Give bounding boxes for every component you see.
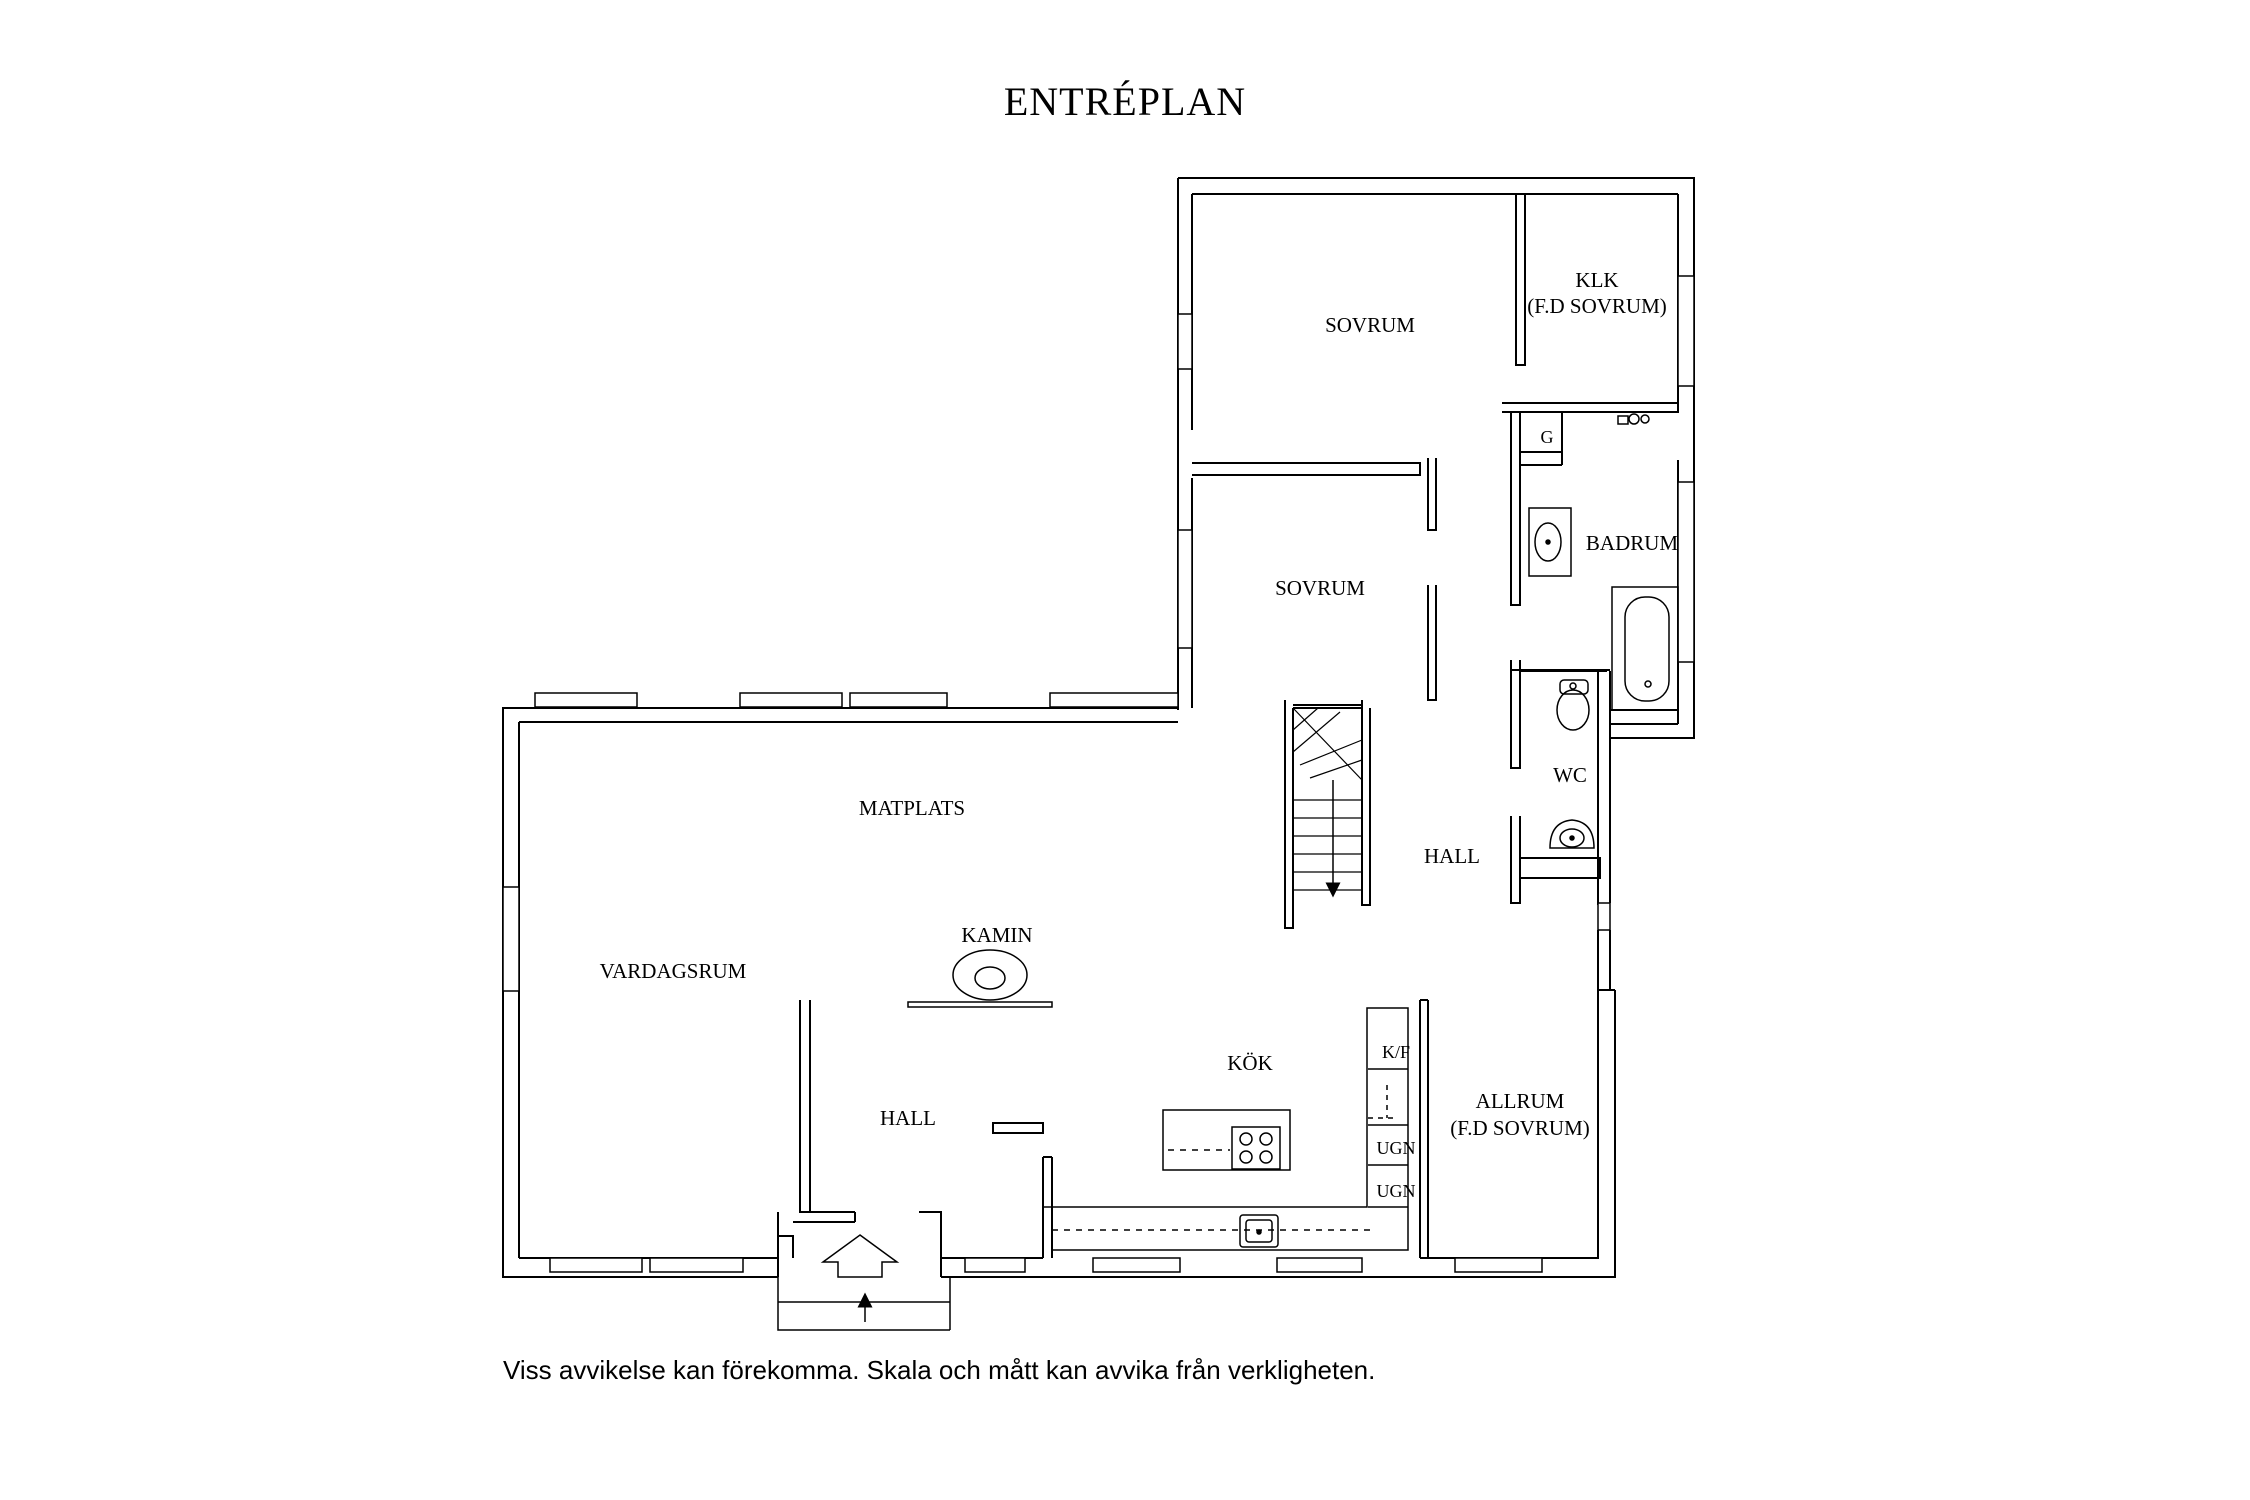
page-title: ENTRÉPLAN — [1003, 79, 1247, 124]
stairs — [1292, 707, 1363, 898]
fireplace — [952, 949, 1028, 1001]
entry-arrow-outline — [820, 1234, 900, 1278]
entrance-step — [777, 1277, 950, 1331]
room-label-klk: KLK — [1575, 268, 1618, 292]
room-labels: SOVRUM KLK (F.D SOVRUM) SOVRUM G BADRUM … — [600, 268, 1679, 1201]
windows — [502, 275, 1695, 1273]
room-label-kok: KÖK — [1227, 1051, 1273, 1075]
room-label-kamin: KAMIN — [961, 923, 1032, 947]
room-label-matplats: MATPLATS — [859, 796, 965, 820]
wc-sink — [1549, 819, 1595, 849]
room-label-allrum-note: (F.D SOVRUM) — [1450, 1116, 1590, 1140]
bathroom-sink — [1528, 507, 1572, 577]
room-label-hall-center: HALL — [1424, 844, 1480, 868]
kitchen-counter — [1043, 1007, 1409, 1251]
stove — [1231, 1126, 1281, 1170]
walls — [502, 177, 1695, 1278]
disclaimer-text: Viss avvikelse kan förekomma. Skala och … — [503, 1355, 1376, 1385]
outer-wall-main — [502, 695, 1179, 1278]
outer-wall-upper-wing — [1178, 177, 1695, 739]
fixtures — [777, 413, 1679, 1331]
room-label-sovrum-lower: SOVRUM — [1275, 576, 1365, 600]
wall-sovrum-top — [1192, 462, 1421, 476]
room-label-badrum: BADRUM — [1586, 531, 1679, 555]
kitchen-sink — [1239, 1214, 1279, 1248]
fixture-label-g: G — [1541, 427, 1554, 447]
bathtub — [1611, 586, 1679, 711]
fixture-label-ugn-lower: UGN — [1377, 1181, 1416, 1201]
room-label-wc: WC — [1553, 763, 1587, 787]
room-label-klk-note: (F.D SOVRUM) — [1527, 294, 1667, 318]
toilet — [1556, 689, 1590, 731]
fixture-label-ugn-upper: UGN — [1377, 1138, 1416, 1158]
room-label-allrum: ALLRUM — [1476, 1089, 1565, 1113]
room-label-sovrum-top: SOVRUM — [1325, 313, 1415, 337]
kitchen-island — [1162, 1109, 1291, 1171]
room-label-hall-entry: HALL — [880, 1106, 936, 1130]
room-label-vardagsrum: VARDAGSRUM — [600, 959, 747, 983]
fixture-label-kf: K/F — [1382, 1042, 1410, 1062]
